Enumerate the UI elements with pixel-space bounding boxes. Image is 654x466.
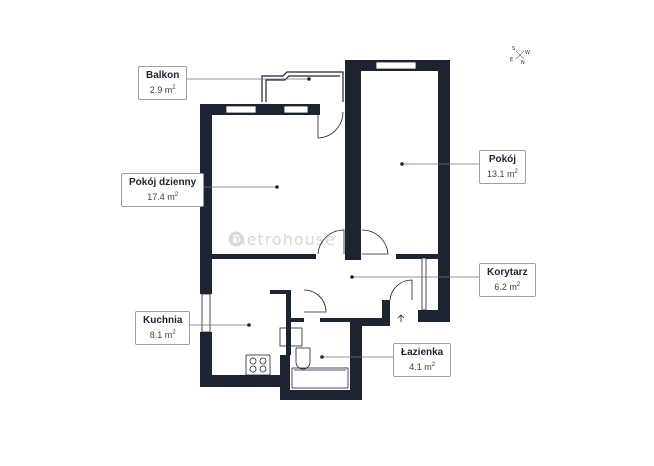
room-label-korytarz: Korytarz 6.2 m2 bbox=[479, 263, 536, 297]
room-area: 17.4 m2 bbox=[147, 192, 179, 202]
burner bbox=[259, 365, 267, 373]
room-label-kuchnia: Kuchnia 8.1 m2 bbox=[135, 311, 191, 345]
room-name: Balkon bbox=[146, 70, 180, 81]
compass-icon: S W E N bbox=[510, 46, 530, 66]
compass-n: N bbox=[521, 60, 525, 66]
room-name: Łazienka bbox=[401, 347, 444, 358]
toilet-icon bbox=[295, 347, 311, 370]
room-name: Pokój dzienny bbox=[129, 177, 197, 188]
room-name: Kuchnia bbox=[143, 315, 183, 326]
burner bbox=[249, 365, 257, 373]
leader-dots bbox=[247, 77, 404, 359]
compass-w: W bbox=[525, 50, 530, 56]
room-label-lazienka: Łazienka 4.1 m2 bbox=[393, 343, 452, 377]
room-name: Pokój bbox=[488, 154, 517, 165]
doors bbox=[303, 111, 427, 313]
balcony-outline bbox=[261, 71, 344, 102]
bedroom-door bbox=[361, 229, 389, 255]
compass-e: E bbox=[510, 57, 513, 63]
room-area: 13.1 m2 bbox=[487, 169, 518, 179]
living-door bbox=[317, 229, 345, 255]
compass-s: S bbox=[512, 46, 515, 52]
room-area: 2.9 m2 bbox=[149, 85, 176, 95]
room-label-pokoj-dzienny: Pokój dzienny 17.4 m2 bbox=[121, 173, 205, 207]
room-name: Korytarz bbox=[487, 267, 528, 278]
entrance-arrow-icon bbox=[397, 314, 405, 322]
bathtub-icon bbox=[291, 367, 349, 389]
entrance-door bbox=[389, 279, 413, 301]
watermark: metrohouse bbox=[230, 230, 336, 249]
bathroom-door bbox=[303, 289, 327, 313]
stove-icon bbox=[245, 354, 271, 376]
room-label-pokoj: Pokój 13.1 m2 bbox=[479, 150, 526, 184]
burner bbox=[259, 357, 267, 365]
sink-icon bbox=[279, 327, 303, 347]
room-area: 8.1 m2 bbox=[149, 330, 176, 340]
windows bbox=[201, 61, 417, 333]
balcony-door bbox=[317, 111, 344, 139]
room-area: 6.2 m2 bbox=[494, 282, 521, 292]
room-area: 4.1 m2 bbox=[409, 362, 436, 372]
watermark-logo-icon bbox=[228, 231, 244, 247]
fixtures bbox=[245, 314, 405, 389]
room-label-balkon: Balkon 2.9 m2 bbox=[138, 66, 188, 100]
burner bbox=[249, 357, 257, 365]
